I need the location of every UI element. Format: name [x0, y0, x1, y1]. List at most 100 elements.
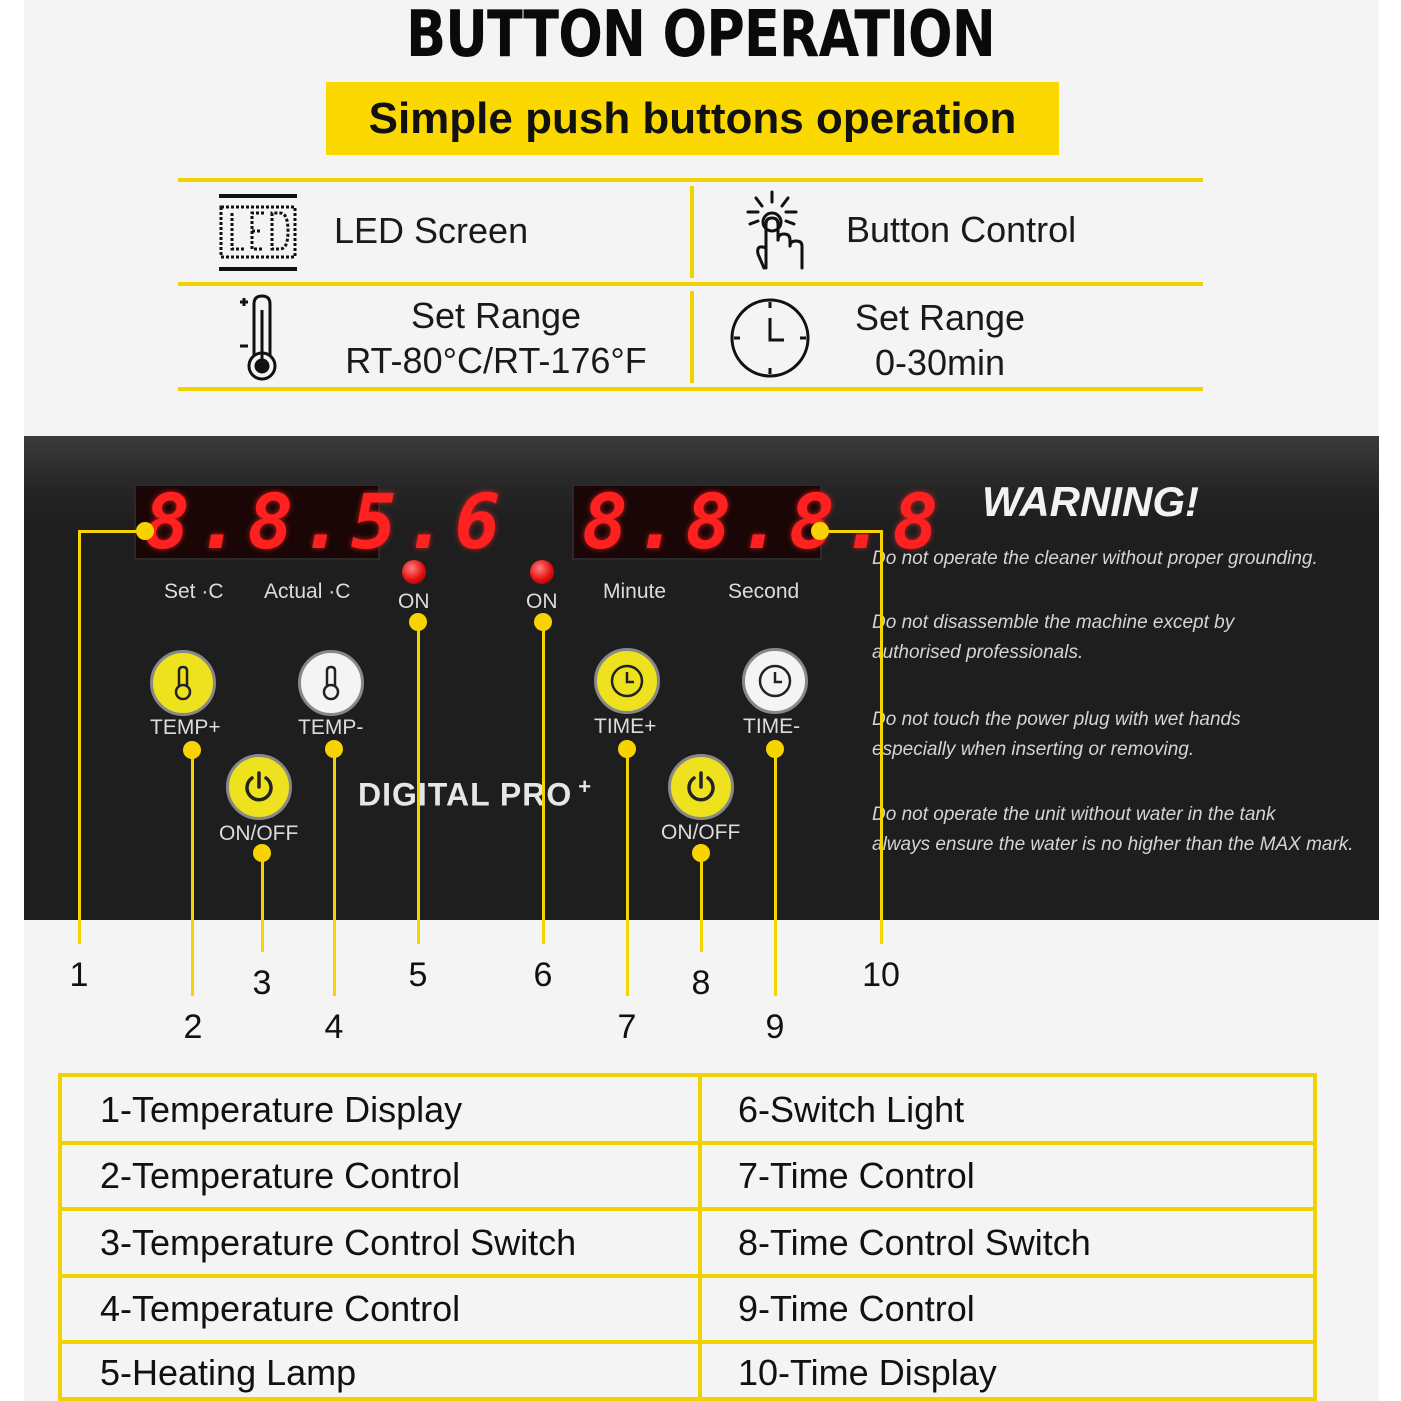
callout-number-1: 1	[69, 956, 89, 994]
callout-dot-4	[325, 740, 343, 758]
time-minus-button[interactable]	[742, 648, 808, 714]
hand-press-icon	[728, 188, 814, 281]
grid-line-middle	[178, 282, 1203, 286]
page-title: BUTTON OPERATION	[406, 0, 996, 72]
grid-divider-upper	[690, 186, 694, 278]
warning-line-1: Do not operate the cleaner without prope…	[872, 548, 1318, 569]
temp-minus-label: TEMP-	[298, 716, 364, 739]
legend-item: 7-Time Control	[738, 1155, 975, 1196]
heating-on-label: ON	[398, 590, 430, 613]
warning-line-6: Do not operate the unit without water in…	[872, 804, 1276, 825]
legend-item: 1-Temperature Display	[100, 1089, 463, 1130]
callout-dot-6	[534, 613, 552, 631]
feature-temp-range: Set Range RT-80°C/RT-176°F	[320, 293, 672, 383]
legend-item: 10-Time Display	[738, 1352, 997, 1393]
temp-range-line1: Set Range	[410, 295, 582, 336]
grid-divider-lower	[690, 291, 694, 383]
warning-line-2: Do not disassemble the machine except by	[872, 612, 1235, 633]
heating-lamp	[402, 560, 426, 584]
warning-line-7: always ensure the water is no higher tha…	[872, 834, 1354, 855]
callout-dot-7	[618, 740, 636, 758]
callout-line-5	[417, 622, 420, 944]
power-icon	[245, 771, 273, 802]
callout-number-8: 8	[691, 964, 711, 1002]
callout-dot-8	[692, 844, 710, 862]
callout-line-9	[774, 748, 777, 996]
temp-power-button[interactable]	[226, 754, 292, 820]
warning-line-3: authorised professionals.	[872, 642, 1084, 663]
temp-minus-button[interactable]	[298, 650, 364, 716]
callout-dot-9	[766, 740, 784, 758]
set-temp-label: Set ·C	[164, 580, 224, 603]
callout-number-10: 10	[862, 956, 900, 994]
legend-item: 8-Time Control Switch	[738, 1222, 1091, 1263]
callout-line-10	[880, 530, 883, 944]
power-icon	[687, 771, 715, 802]
time-plus-button[interactable]	[594, 648, 660, 714]
legend-item: 2-Temperature Control	[100, 1155, 461, 1196]
callout-line-2	[191, 750, 194, 996]
callout-line-6	[542, 622, 545, 944]
callout-number-9: 9	[765, 1008, 785, 1046]
led-screen-icon	[218, 193, 298, 278]
brand-superscript: +	[578, 774, 593, 799]
callout-line-1-h	[78, 530, 144, 533]
actual-temp-label: Actual ·C	[264, 580, 351, 603]
legend-row-line-1	[62, 1141, 1317, 1145]
time-display: 8.8.8.8	[572, 477, 945, 566]
feature-time-range: Set Range 0-30min	[820, 295, 1060, 385]
legend-item: 9-Time Control	[738, 1288, 975, 1329]
switch-light	[530, 560, 554, 584]
temperature-display: 8.8.5.6	[134, 477, 507, 566]
callout-number-6: 6	[533, 956, 553, 994]
callout-number-3: 3	[252, 964, 272, 1002]
legend-item: 6-Switch Light	[738, 1089, 965, 1130]
temp-plus-label: TEMP+	[150, 716, 221, 739]
callout-line-4	[333, 748, 336, 996]
clock-icon	[610, 664, 644, 698]
time-onoff-label: ON/OFF	[661, 821, 741, 844]
legend-row-line-3	[62, 1274, 1317, 1278]
callout-line-8	[700, 852, 703, 952]
callout-line-7	[626, 748, 629, 996]
switch-on-label: ON	[526, 590, 558, 613]
brand-name: DIGITAL PRO	[358, 776, 573, 813]
time-minus-label: TIME-	[743, 715, 801, 738]
callout-dot-1	[136, 522, 154, 540]
callout-line-10-h	[820, 530, 882, 533]
control-panel: 8.8.5.6 Set ·C Actual ·C 8.8.8.8 Minute …	[24, 436, 1379, 920]
time-digits: 8.8.8.8	[582, 477, 945, 566]
temp-range-line2: RT-80°C/RT-176°F	[345, 340, 647, 381]
minute-label: Minute	[603, 580, 667, 603]
legend-item: 3-Temperature Control Switch	[100, 1222, 577, 1263]
callout-line-3	[261, 852, 264, 952]
temperature-digits: 8.8.5.6	[144, 477, 507, 566]
grid-line-bottom	[178, 387, 1203, 391]
callout-dot-3	[253, 844, 271, 862]
callout-dot-10	[811, 522, 829, 540]
callout-dot-5	[409, 613, 427, 631]
temp-plus-button[interactable]	[150, 650, 216, 716]
feature-button-label: Button Control	[846, 209, 1077, 250]
legend-table: 1-Temperature Display 2-Temperature Cont…	[58, 1073, 1317, 1401]
clock-icon	[758, 664, 792, 698]
callout-number-5: 5	[408, 956, 428, 994]
warning-line-4: Do not touch the power plug with wet han…	[872, 709, 1241, 730]
second-label: Second	[728, 580, 800, 603]
legend-item: 4-Temperature Control	[100, 1288, 461, 1329]
callout-dot-2	[183, 741, 201, 759]
callout-number-7: 7	[617, 1008, 637, 1046]
callout-number-4: 4	[324, 1008, 344, 1046]
thermometer-icon	[322, 665, 340, 701]
time-plus-label: TIME+	[594, 715, 657, 738]
time-range-line2: 0-30min	[874, 342, 1006, 383]
warning-line-5: especially when inserting or removing.	[872, 739, 1195, 760]
callout-number-2: 2	[183, 1008, 203, 1046]
legend-row-line-2	[62, 1207, 1317, 1211]
thermometer-icon	[236, 294, 286, 387]
grid-line-top	[178, 178, 1203, 182]
subtitle-banner: Simple push buttons operation	[326, 82, 1059, 155]
time-power-button[interactable]	[668, 754, 734, 820]
warning-title: WARNING!	[982, 478, 1199, 525]
legend-divider	[698, 1077, 702, 1401]
